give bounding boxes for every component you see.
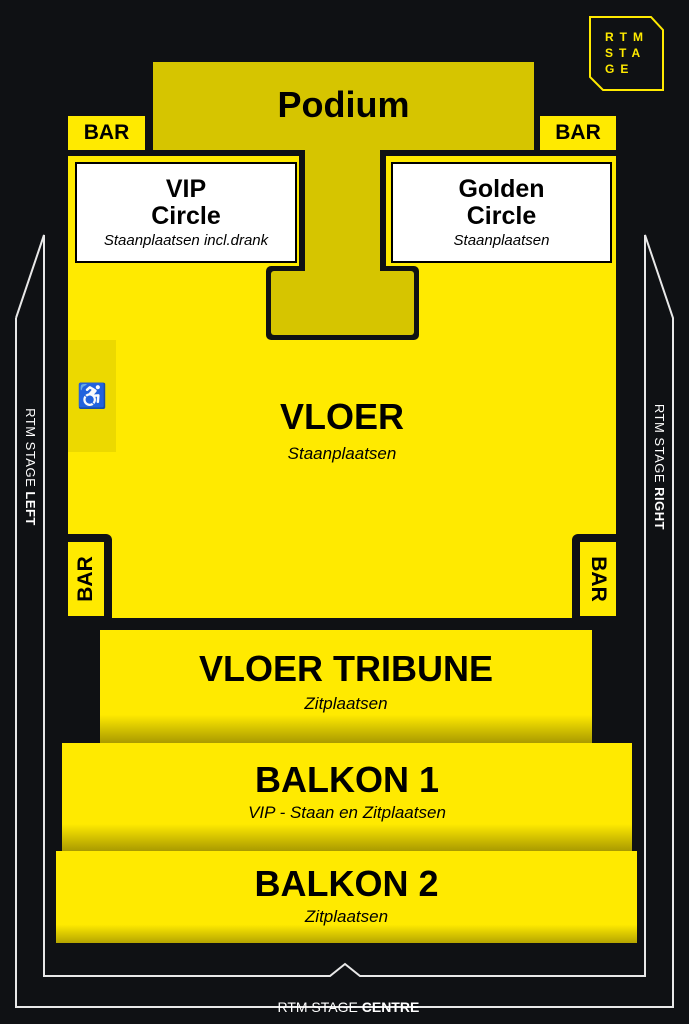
vip-circle-title-1: VIP: [165, 175, 207, 203]
logo-line-2: STA: [605, 46, 647, 60]
golden-circle-title-2: Circle: [466, 202, 537, 230]
wheelchair-icon: ♿: [77, 382, 107, 410]
accessible-area[interactable]: ♿: [68, 340, 116, 452]
bar-bottom-right[interactable]: BAR: [580, 542, 616, 616]
vip-circle-subtitle: Staanplaatsen incl.drank: [103, 232, 269, 249]
vloer-subtitle: Staanplaatsen: [287, 444, 397, 463]
logo-line-3: GE: [605, 62, 635, 76]
golden-circle[interactable]: Golden Circle Staanplaatsen: [391, 162, 612, 263]
bar-bottom-left-label: BAR: [74, 556, 97, 602]
balkon-1-label: BALKON 1: [254, 759, 439, 800]
balkon-1-subtitle: VIP - Staan en Zitplaatsen: [248, 803, 446, 822]
golden-circle-title-1: Golden: [458, 175, 545, 203]
vloer-tribune[interactable]: VLOER TRIBUNE Zitplaatsen: [100, 630, 592, 743]
bar-top-left[interactable]: BAR: [68, 116, 145, 150]
podium-label: Podium: [277, 84, 410, 125]
podium[interactable]: [153, 62, 534, 150]
vloer-tribune-subtitle: Zitplaatsen: [304, 693, 388, 713]
bar-bottom-left[interactable]: BAR: [68, 542, 104, 616]
logo-line-1: RTM: [605, 30, 649, 44]
vip-circle-title-2: Circle: [151, 202, 221, 230]
vloer-label: VLOER: [279, 396, 404, 437]
rtm-stage-logo: RTM STA GE: [589, 16, 664, 91]
golden-circle-subtitle: Staanplaatsen: [453, 232, 550, 249]
stage-right-label: RTM STAGE RIGHT: [651, 403, 667, 531]
balkon-1[interactable]: BALKON 1 VIP - Staan en Zitplaatsen: [62, 743, 632, 851]
balkon-2[interactable]: BALKON 2 Zitplaatsen: [56, 851, 637, 943]
stage-left-label: RTM STAGE LEFT: [23, 408, 38, 526]
vip-circle[interactable]: VIP Circle Staanplaatsen incl.drank: [75, 162, 297, 263]
stage-centre-label: RTM STAGE CENTRE: [277, 999, 420, 1015]
vloer-tribune-label: VLOER TRIBUNE: [198, 647, 493, 689]
bar-bottom-right-label: BAR: [587, 556, 610, 602]
balkon-2-label: BALKON 2: [254, 863, 439, 904]
bar-top-right[interactable]: BAR: [540, 116, 616, 150]
balkon-2-subtitle: Zitplaatsen: [304, 907, 389, 926]
